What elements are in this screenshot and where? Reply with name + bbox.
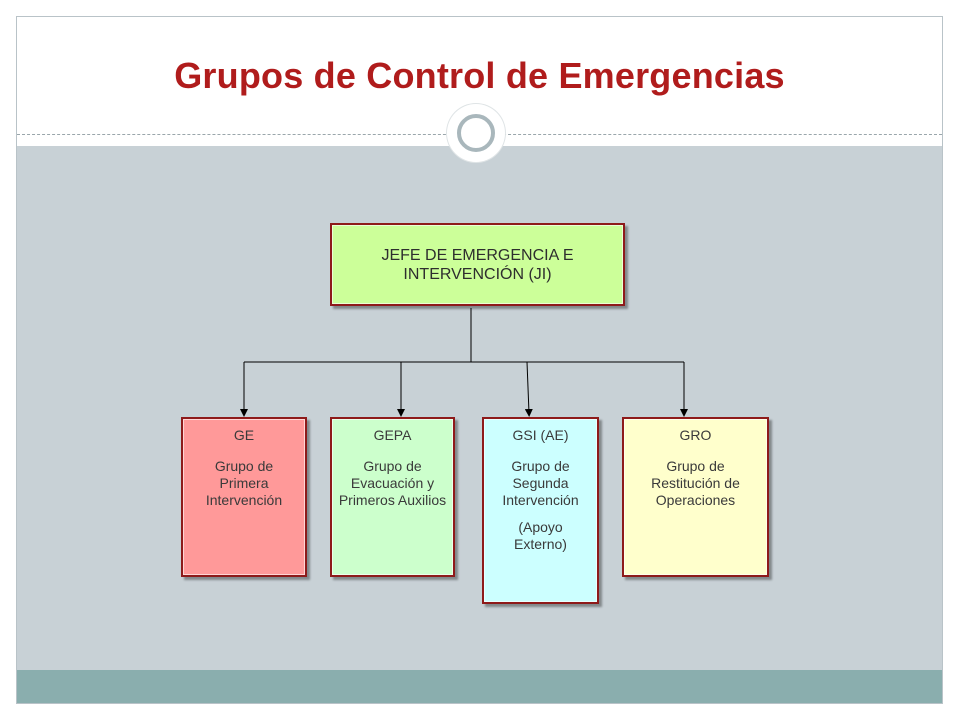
group-description: Grupo de Segunda Intervención <box>502 458 579 508</box>
circle-ornament-icon <box>447 104 505 162</box>
root-box-label: JEFE DE EMERGENCIA E INTERVENCIÓN (JI) <box>381 246 574 283</box>
group-code: GSI (AE) <box>512 427 569 443</box>
root-box-jefe-emergencia: JEFE DE EMERGENCIA E INTERVENCIÓN (JI) <box>330 223 625 306</box>
group-description: Grupo de Primera Intervención <box>205 458 283 508</box>
group-box-gro: GRO Grupo de Restitución de Operaciones <box>622 417 769 577</box>
group-code: GEPA <box>373 427 412 443</box>
group-box-ge: GE Grupo de Primera Intervención <box>181 417 307 577</box>
ring-icon <box>457 114 495 152</box>
group-description: Grupo de Evacuación y Primeros Auxilios <box>338 458 447 508</box>
group-note: (Apoyo Externo) <box>514 519 567 552</box>
group-code: GRO <box>679 427 712 443</box>
group-description: Grupo de Restitución de Operaciones <box>651 458 740 508</box>
footer-bar <box>17 670 942 703</box>
slide-title: Grupos de Control de Emergencias <box>174 55 785 96</box>
arrow-to-gsi <box>524 361 533 417</box>
group-box-gsi: GSI (AE) Grupo de Segunda Intervención (… <box>482 417 599 604</box>
group-box-gepa: GEPA Grupo de Evacuación y Primeros Auxi… <box>330 417 455 577</box>
group-code: GE <box>233 427 255 443</box>
